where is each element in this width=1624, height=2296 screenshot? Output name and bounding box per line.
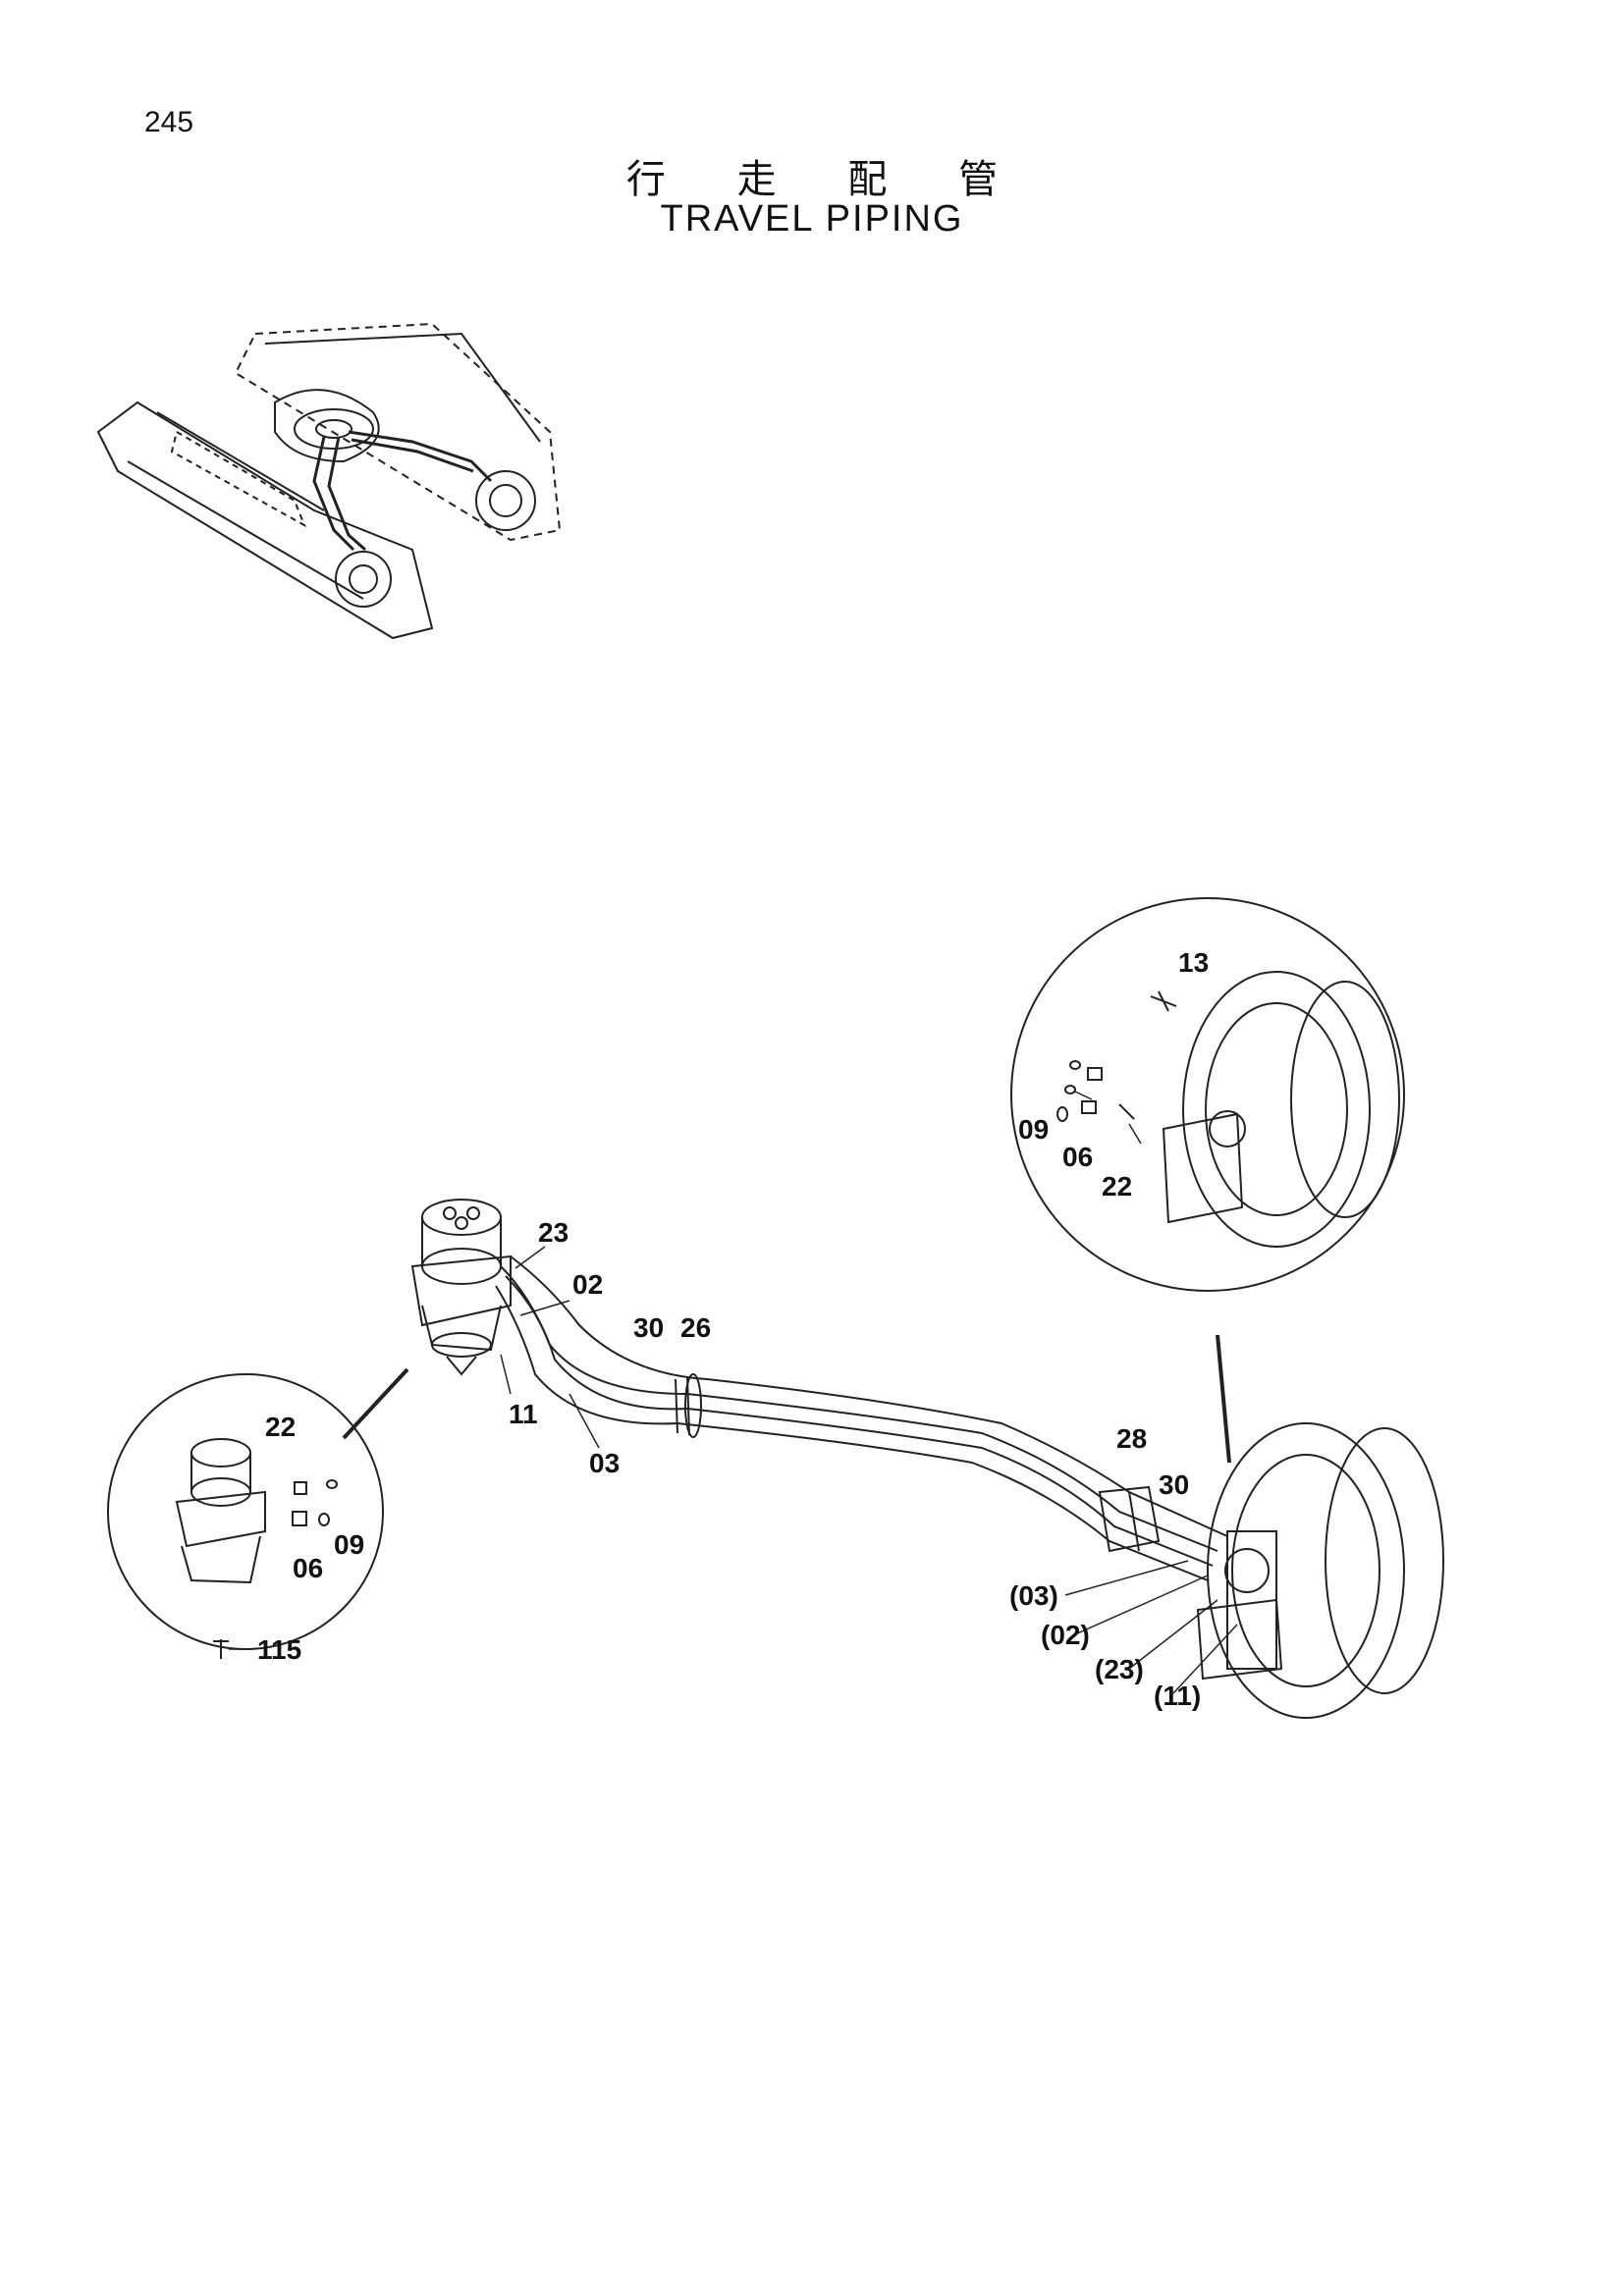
callout-30-motor: 30 [1159, 1469, 1189, 1500]
callout-11-paren: (11) [1154, 1681, 1201, 1711]
detail-callout-13: 13 [1178, 947, 1209, 978]
detail-callout-22: 22 [1102, 1171, 1132, 1201]
undercarriage-overview [96, 322, 562, 640]
detail-callout-09-joint: 09 [334, 1529, 364, 1560]
callout-28: 28 [1116, 1423, 1147, 1454]
motor-detail-view [1010, 897, 1405, 1464]
callout-30: 30 [633, 1312, 664, 1343]
callout-11: 11 [509, 1399, 538, 1429]
page-title-cjk: 行 走 配 管 [625, 157, 1028, 202]
callout-02: 02 [572, 1269, 603, 1300]
travel-motor [1196, 1422, 1444, 1719]
detail-callout-06: 06 [1062, 1142, 1093, 1172]
joint-detail-view [107, 1367, 409, 1659]
callout-02-paren: (02) [1041, 1620, 1090, 1650]
detail-callout-115: 115 [257, 1634, 301, 1665]
callout-23-paren: (23) [1095, 1654, 1144, 1684]
travel-hoses [495, 1255, 1228, 1581]
callout-labels: 23 02 30 26 11 03 28 30 (03) (02) (23) (… [257, 947, 1209, 1711]
detail-callout-22-joint: 22 [265, 1412, 296, 1442]
detail-callout-06-joint: 06 [293, 1553, 323, 1583]
page-number: 245 [144, 106, 194, 138]
callout-03-paren: (03) [1009, 1580, 1058, 1611]
page-title: TRAVEL PIPING [660, 198, 964, 240]
leader-lines [500, 1091, 1238, 1694]
detail-callout-09: 09 [1018, 1114, 1049, 1145]
center-joint [410, 1199, 512, 1376]
callout-26: 26 [680, 1312, 711, 1343]
callout-03: 03 [589, 1448, 620, 1478]
callout-23: 23 [538, 1217, 568, 1248]
